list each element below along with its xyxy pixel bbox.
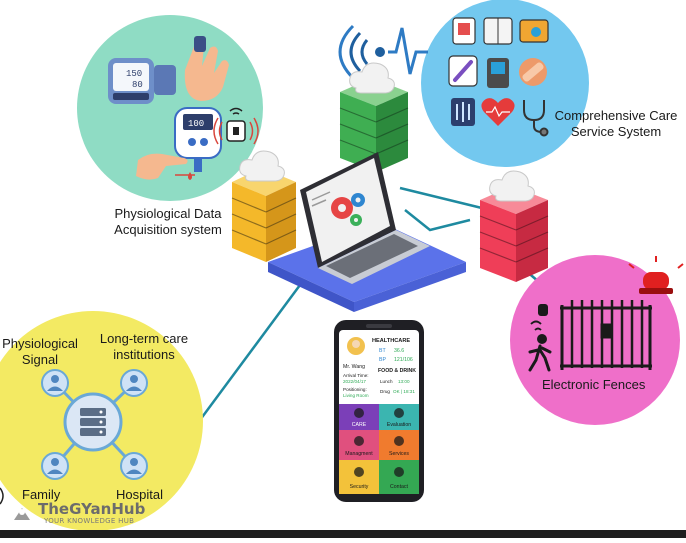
link-laptop-to-yellow-circle (198, 284, 302, 421)
server-yellow (231, 150, 297, 262)
drug-label: Drug (380, 389, 390, 394)
smartphone: HEALTHCARE Mr. Wang BT 36.6 BP 121/106 F… (334, 320, 424, 502)
wireless-sensor-icon (213, 107, 259, 145)
tile-management[interactable]: Managment (345, 451, 373, 457)
food-header: FOOD & DRINK (378, 368, 416, 374)
walking-person-icon (528, 304, 552, 372)
label-physiological-signal-line2: Signal (21, 352, 59, 367)
laptop-icon (268, 152, 466, 312)
care-icon-grid (448, 17, 549, 137)
watermark-tagline: YOUR KNOWLEDGE HUB (44, 517, 135, 525)
person-node-longterm (120, 369, 148, 397)
finger-blood-drop-icon (136, 153, 195, 180)
heart-icon (481, 98, 515, 126)
label-longterm-care-line2: institutions (113, 347, 175, 362)
services-tile-icon (394, 436, 404, 446)
label-physiological-signal-line1: Physiological (2, 336, 78, 351)
server-green (339, 62, 409, 172)
security-tile-icon (354, 467, 364, 477)
server-red (479, 170, 549, 282)
arrival-value: 2022/04/17 (343, 379, 366, 384)
care-service-group (338, 0, 589, 167)
label-physiological-signal: Physiological Signal (0, 336, 80, 368)
stethoscope-icon (523, 100, 549, 137)
watermark-brand: TheGYanHub (38, 500, 146, 518)
wireless-pulse-icon (338, 24, 428, 80)
blood-pressure-monitor-icon (108, 58, 176, 104)
link-laptop-to-red-server (399, 186, 491, 212)
link-laptop-to-red-server-b (404, 209, 471, 232)
bt-label: BT (379, 348, 386, 354)
label-electronic-fences: Electronic Fences (542, 377, 646, 392)
person-node-family (41, 452, 69, 480)
tile-evaluation[interactable]: Evaluation (387, 422, 411, 428)
tile-services[interactable]: Services (389, 451, 409, 457)
gear-icon (331, 193, 365, 226)
bp-lower-reading: 80 (132, 80, 143, 90)
tile-security[interactable]: Security (350, 484, 369, 490)
patient-name: Mr. Wang (343, 364, 365, 370)
alarm-light-icon (628, 256, 684, 294)
label-physiological-acquisition: Physiological Data Acquisition system (104, 206, 232, 238)
lunch-value: 13:00 (398, 379, 410, 384)
label-family: Family (22, 487, 61, 502)
network-group (0, 311, 203, 531)
left-edge-arc (0, 487, 4, 505)
label-care-service-line2: Service System (570, 124, 662, 139)
label-physiological-acquisition-line1: Physiological Data (114, 206, 222, 221)
position-label: Positioning: (343, 387, 367, 392)
management-tile-icon (354, 436, 364, 446)
central-server-icon (63, 392, 123, 452)
label-care-service-line1: Comprehensive Care (554, 108, 678, 123)
tile-care[interactable]: CARE (352, 422, 367, 428)
bt-value: 36.6 (394, 348, 404, 354)
person-node-icons (41, 369, 148, 480)
cloud-icon-red (489, 170, 535, 202)
tile-icons (354, 408, 404, 477)
watermark-logo-icon (14, 508, 30, 520)
bp-value: 121/106 (394, 357, 413, 363)
lunch-label: Lunch (380, 379, 393, 384)
label-longterm-care: Long-term care institutions (90, 331, 198, 363)
bp-label: BP (379, 357, 386, 363)
tile-contact[interactable]: Contact (390, 484, 408, 490)
glucose-reading: 100 (188, 119, 204, 129)
glucose-meter-icon (174, 107, 222, 172)
arrival-label: Arrival Time: (343, 373, 369, 378)
physiological-acquisition-group: 150 80 100 (77, 15, 263, 201)
drug-value: OK | 18:31 (393, 389, 415, 394)
bottom-bar (0, 530, 686, 538)
position-value: Living Room (343, 393, 369, 398)
cloud-icon-green (349, 62, 395, 94)
care-tile-icon (354, 408, 364, 418)
hand-oximeter-icon (184, 36, 229, 101)
label-longterm-care-line1: Long-term care (99, 331, 189, 346)
person-node-physiological (41, 369, 69, 397)
electronic-fence-group (510, 255, 684, 425)
evaluation-tile-icon (394, 408, 404, 418)
label-hospital: Hospital (116, 487, 163, 502)
person-node-hospital (120, 452, 148, 480)
label-physiological-acquisition-line2: Acquisition system (114, 222, 222, 237)
label-care-service: Comprehensive Care Service System (548, 108, 684, 140)
phone-header: HEALTHCARE (372, 338, 410, 344)
bp-upper-reading: 150 (126, 69, 142, 79)
fence-gate-icon (560, 300, 652, 370)
pink-circle (510, 255, 680, 425)
cloud-icon-yellow (239, 150, 285, 182)
contact-tile-icon (394, 467, 404, 477)
